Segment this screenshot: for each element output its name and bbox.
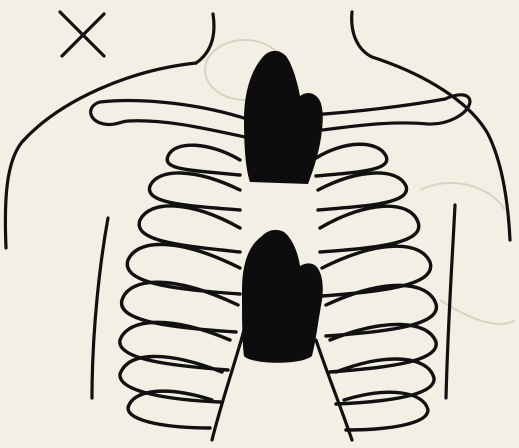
neck-right-outline	[352, 12, 372, 57]
ribs-left	[120, 145, 240, 428]
costal-margin-right	[316, 340, 352, 440]
lower-sternum-marker	[242, 230, 323, 363]
flank-left-outline	[92, 218, 108, 398]
clavicle-left	[91, 101, 250, 138]
upper-sternum-marker	[244, 51, 323, 184]
flank-right-outline	[446, 205, 455, 398]
x-mark-icon	[60, 12, 104, 56]
costal-margin-left	[212, 330, 244, 440]
torso-right-outline	[372, 57, 510, 240]
neck-left-outline	[196, 14, 214, 63]
